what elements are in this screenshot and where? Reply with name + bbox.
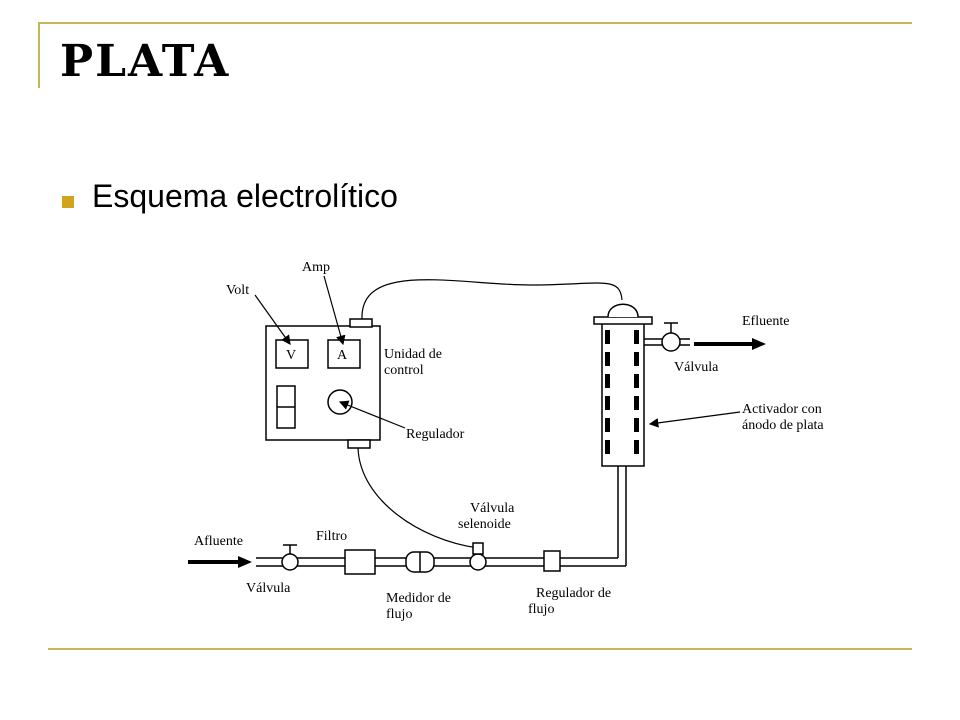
control-unit-label-2: control (384, 363, 424, 378)
slide-title: PLATA (60, 36, 231, 87)
activator-label-2: ánodo de plata (742, 418, 824, 433)
effluent-label: Efluente (742, 314, 789, 329)
amp-label: Amp (302, 260, 330, 275)
filter-label: Filtro (316, 529, 347, 544)
effluent-arrow (694, 338, 766, 350)
flow-regulator (543, 550, 561, 572)
amp-meter-letter: A (337, 348, 348, 363)
bottom-valve (281, 544, 299, 571)
volt-meter-letter: V (286, 348, 296, 363)
flow-regulator-label-2: flujo (528, 602, 554, 617)
wires (357, 279, 623, 549)
top-rule (38, 22, 912, 24)
bullet-square-icon (62, 196, 74, 208)
left-rule (38, 22, 40, 88)
activator-label-1: Activador con (742, 402, 822, 417)
solenoid-valve (469, 542, 487, 571)
regulator-label: Regulador (406, 427, 465, 442)
affluent-label: Afluente (194, 534, 243, 549)
silver-anodes (605, 330, 639, 454)
bullet-text: Esquema electrolítico (92, 178, 398, 214)
flow-regulator-label-1: Regulador de (536, 586, 611, 601)
control-unit-label-1: Unidad de (384, 347, 442, 362)
switch-element (276, 385, 296, 429)
top-valve-label: Válvula (674, 360, 719, 375)
top-valve (644, 322, 690, 352)
pointer-lines (254, 275, 741, 429)
bottom-rule (48, 648, 912, 650)
activator-column (593, 303, 653, 467)
flow-meter (405, 551, 435, 573)
main-pipe (256, 466, 627, 567)
solenoid-label-2: selenoide (458, 517, 511, 532)
volt-label: Volt (226, 283, 249, 298)
solenoid-label-1: Válvula (470, 501, 515, 516)
filter (344, 549, 376, 575)
flow-meter-label-2: flujo (386, 607, 412, 622)
flow-meter-label-1: Medidor de (386, 591, 451, 606)
affluent-arrow (188, 556, 252, 568)
bottom-valve-label: Válvula (246, 581, 291, 596)
